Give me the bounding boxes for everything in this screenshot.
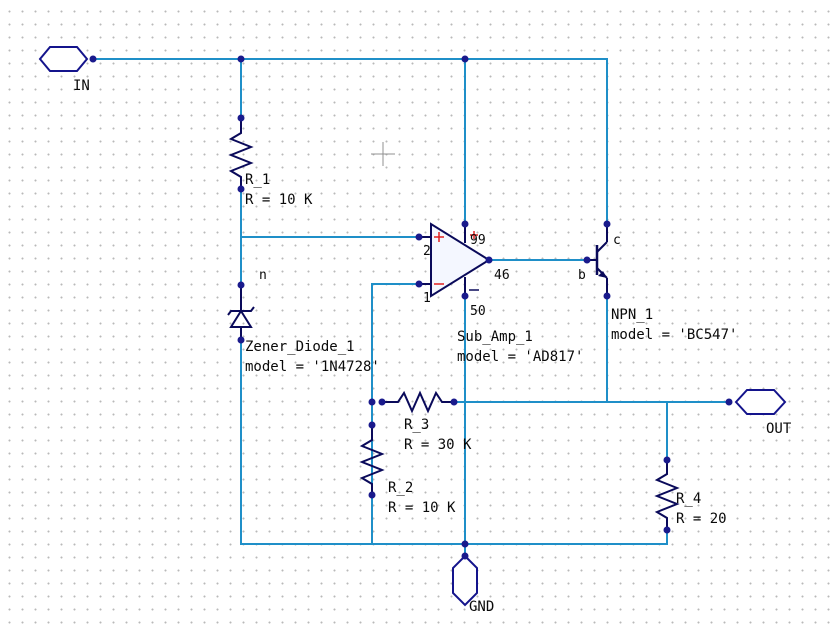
opamp[interactable]: 2 1 99 50 46 Sub_Amp_1 model = 'AD817' bbox=[419, 222, 583, 365]
resistor-r1[interactable]: R_1 R = 10 K bbox=[228, 118, 313, 208]
resistor-r3[interactable]: R_3 R = 30 K bbox=[382, 390, 472, 453]
node[interactable] bbox=[237, 55, 245, 63]
opamp-name: Sub_Amp_1 bbox=[457, 329, 533, 345]
resistor-r3-zigzag[interactable] bbox=[382, 390, 454, 414]
resistor-r2[interactable]: R_2 R = 10 K bbox=[359, 425, 456, 516]
node[interactable] bbox=[461, 292, 469, 300]
node[interactable] bbox=[461, 55, 469, 63]
resistor-r4-value: R = 20 bbox=[676, 511, 727, 527]
zener-pin-n: n bbox=[259, 268, 267, 283]
port-in[interactable]: IN bbox=[38, 46, 90, 94]
port-out[interactable]: OUT bbox=[734, 389, 792, 437]
zener-cathode-bar[interactable] bbox=[227, 306, 255, 316]
node[interactable] bbox=[237, 281, 245, 289]
npn-collector-diag bbox=[596, 241, 608, 253]
node[interactable] bbox=[725, 398, 733, 406]
port-gnd[interactable]: GND bbox=[452, 554, 494, 615]
node[interactable] bbox=[485, 256, 493, 264]
npn-model: model = 'BC547' bbox=[611, 327, 737, 343]
port-in-shape[interactable] bbox=[38, 46, 89, 72]
wires bbox=[92, 58, 730, 557]
resistor-r2-name: R_2 bbox=[388, 480, 413, 496]
node[interactable] bbox=[378, 398, 386, 406]
resistor-r4[interactable]: R_4 R = 20 bbox=[654, 460, 727, 530]
resistor-r1-zigzag[interactable] bbox=[228, 118, 254, 189]
opamp-pin-vpos: 99 bbox=[470, 233, 486, 248]
zener-triangle[interactable] bbox=[229, 309, 253, 328]
opamp-pin-in-minus: 1 bbox=[423, 291, 431, 306]
node[interactable] bbox=[237, 336, 245, 344]
resistor-r4-zigzag[interactable] bbox=[654, 460, 680, 530]
node[interactable] bbox=[663, 526, 671, 534]
node[interactable] bbox=[368, 491, 376, 499]
node[interactable] bbox=[368, 421, 376, 429]
npn-pin-base: b bbox=[578, 268, 586, 283]
node[interactable] bbox=[237, 185, 245, 193]
node[interactable] bbox=[461, 552, 469, 560]
port-out-shape[interactable] bbox=[734, 389, 787, 415]
node[interactable] bbox=[461, 540, 469, 548]
opamp-pin-in-plus: 2 bbox=[423, 244, 431, 259]
npn-transistor[interactable]: c b NPN_1 model = 'BC547' bbox=[578, 224, 737, 343]
resistor-r1-value: R = 10 K bbox=[245, 192, 313, 208]
port-gnd-label: GND bbox=[469, 599, 494, 615]
node[interactable] bbox=[461, 220, 469, 228]
node[interactable] bbox=[603, 220, 611, 228]
opamp-pin-vneg: 50 bbox=[470, 304, 486, 319]
port-gnd-shape[interactable] bbox=[452, 554, 478, 607]
opamp-pin-out: 46 bbox=[494, 268, 510, 283]
resistor-r3-name: R_3 bbox=[404, 417, 429, 433]
node[interactable] bbox=[368, 398, 376, 406]
nodes bbox=[89, 55, 733, 560]
resistor-r3-value: R = 30 K bbox=[404, 437, 472, 453]
resistor-r1-name: R_1 bbox=[245, 172, 270, 188]
zener-diode[interactable]: n Zener_Diode_1 model = '1N4728' bbox=[227, 268, 380, 375]
resistor-r4-name: R_4 bbox=[676, 491, 701, 507]
npn-name: NPN_1 bbox=[611, 307, 653, 323]
crosshair-cursor-icon bbox=[371, 142, 395, 166]
npn-pin-collector: c bbox=[613, 233, 621, 248]
resistor-r2-value: R = 10 K bbox=[388, 500, 456, 516]
port-out-label: OUT bbox=[766, 421, 792, 437]
zener-model: model = '1N4728' bbox=[245, 359, 380, 375]
node[interactable] bbox=[237, 114, 245, 122]
node[interactable] bbox=[663, 456, 671, 464]
node[interactable] bbox=[415, 280, 423, 288]
node[interactable] bbox=[415, 233, 423, 241]
opamp-triangle[interactable] bbox=[430, 222, 491, 298]
resistor-r2-zigzag[interactable] bbox=[359, 425, 385, 495]
opamp-model: model = 'AD817' bbox=[457, 349, 583, 365]
node[interactable] bbox=[603, 292, 611, 300]
node[interactable] bbox=[89, 55, 97, 63]
npn-emitter-arrow bbox=[598, 271, 607, 278]
zener-name: Zener_Diode_1 bbox=[245, 339, 355, 355]
node[interactable] bbox=[583, 256, 591, 264]
port-in-label: IN bbox=[73, 78, 90, 94]
node[interactable] bbox=[450, 398, 458, 406]
